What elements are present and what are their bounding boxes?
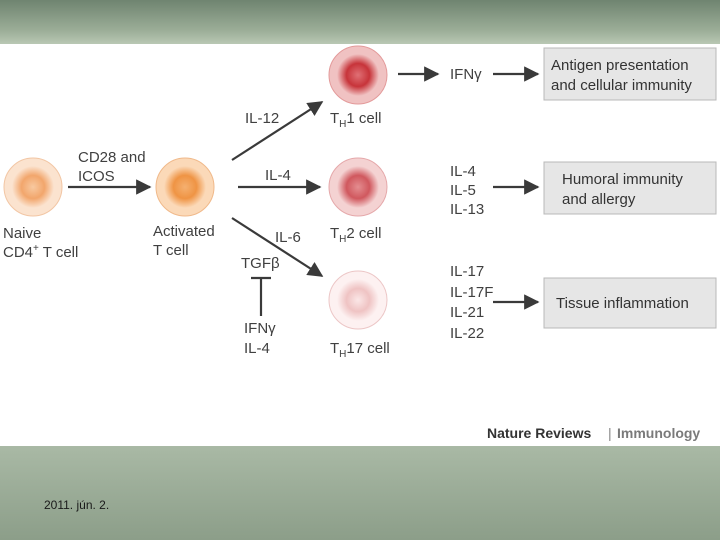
th17-cytokine-2: IL-17F <box>450 284 493 301</box>
arrow-to-th1 <box>231 101 324 161</box>
th2-outcome-line1: Humoral immunity <box>562 171 683 188</box>
th17-signal-label: IL-6 <box>275 229 301 246</box>
th1-signal-label: IL-12 <box>245 110 279 127</box>
journal-section: Immunology <box>617 425 700 441</box>
th17-outcome-line1: Tissue inflammation <box>556 295 689 312</box>
th17-outcome-box: Tissue inflammation <box>543 277 717 329</box>
naive-cell <box>3 157 63 217</box>
naive-label-line2: CD4+ T cell <box>3 243 78 261</box>
inhibitor-label-2: IL-4 <box>244 340 270 357</box>
th2-cytokine-3: IL-13 <box>450 201 484 218</box>
th1-cell <box>328 45 388 105</box>
th2-cell-label: TH2 cell <box>330 225 381 245</box>
slide-date: 2011. jún. 2. <box>44 498 110 512</box>
th17-cytokine-1: IL-17 <box>450 263 484 280</box>
th17-cytokine-4: IL-22 <box>450 325 484 342</box>
arrow-to-th17 <box>231 217 324 277</box>
branding-separator: | <box>608 425 612 441</box>
th1-outcome-box: Antigen presentation and cellular immuni… <box>543 47 717 101</box>
th17-cell <box>328 270 388 330</box>
th2-outcome-line2: and allergy <box>562 191 636 208</box>
th1-outcome-line1: Antigen presentation <box>551 57 689 74</box>
th17-cytokine-3: IL-21 <box>450 304 484 321</box>
th2-cytokine-2: IL-5 <box>450 182 476 199</box>
figure-panel <box>0 44 720 446</box>
th2-cell <box>328 157 388 217</box>
th1-cytokine-1: IFNγ <box>450 66 482 83</box>
th1-outcome-line2: and cellular immunity <box>551 77 692 94</box>
slide-top-band <box>0 0 720 44</box>
th2-outcome-box: Humoral immunity and allergy <box>543 161 717 215</box>
th1-cell-label: TH1 cell <box>330 110 381 130</box>
th17-cell-label: TH17 cell <box>330 340 390 360</box>
activated-cell <box>155 157 215 217</box>
inhibitor-label-1: IFNγ <box>244 320 276 337</box>
naive-label-line1: Naive <box>3 225 41 242</box>
activated-label-line1: Activated <box>153 223 215 240</box>
journal-name: Nature Reviews <box>487 425 591 441</box>
th2-cytokine-1: IL-4 <box>450 163 476 180</box>
slide-bottom-band <box>0 446 720 540</box>
th17-signal2-label: TGFβ <box>241 255 280 272</box>
activated-label-line2: T cell <box>153 242 189 259</box>
th2-signal-label: IL-4 <box>265 167 291 184</box>
costim-label-line1: CD28 and <box>78 149 146 166</box>
journal-branding: Nature Reviews | Immunology <box>487 425 700 441</box>
costim-label-line2: ICOS <box>78 168 115 185</box>
